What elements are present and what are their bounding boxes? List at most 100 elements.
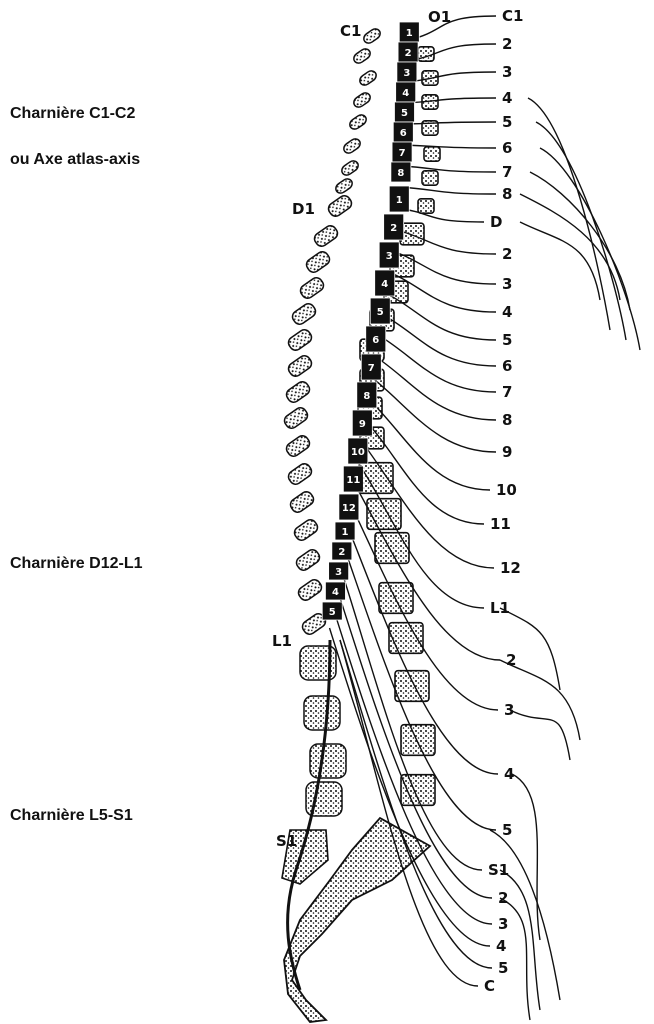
spinous-process: [290, 301, 318, 326]
label-c1-vertebra: C1: [340, 22, 361, 40]
spinous-process: [326, 193, 354, 218]
cord-segment-number: 8: [363, 391, 370, 402]
vertebral-body: [418, 47, 434, 61]
plexus-branch: [540, 148, 640, 350]
nerve-root: [403, 145, 497, 148]
spinous-process: [304, 249, 332, 274]
nerve-label: 5: [502, 331, 512, 349]
nerve-label: 4: [496, 937, 506, 955]
cord-segment-number: 7: [399, 148, 406, 159]
nerve-label: 2: [498, 889, 508, 907]
nerve-root: [397, 208, 484, 222]
nerve-label: 2: [502, 35, 512, 53]
cord-segment-number: 1: [406, 28, 413, 39]
vertebral-body: [418, 199, 434, 213]
cord-segment-number: 3: [386, 251, 393, 262]
nerve-label: 6: [502, 357, 512, 375]
label-s1-vertebra: S1: [276, 832, 297, 850]
cord-segment-number: 4: [332, 587, 339, 598]
cord-segment-number: 5: [377, 307, 384, 318]
vertebral-body: [424, 147, 440, 161]
nerve-label: C: [484, 977, 495, 995]
nerve-root: [400, 187, 496, 194]
nerve-label: 12: [500, 559, 521, 577]
nerve-root: [370, 376, 496, 452]
vertebral-body: [389, 623, 423, 654]
cord-segment-number: 9: [359, 419, 366, 430]
nerve-label: 3: [504, 701, 514, 719]
nerve-label: 5: [498, 959, 508, 977]
nerve-label: 3: [502, 63, 512, 81]
cord-segment-number: 1: [342, 527, 349, 538]
spinous-process: [362, 27, 382, 46]
spinous-process: [352, 47, 372, 66]
plexus-branch: [510, 710, 570, 760]
nerve-label: S1: [488, 861, 509, 879]
plexus-branch: [528, 98, 610, 330]
nerve-label: 11: [490, 515, 511, 533]
spinous-process: [294, 547, 322, 572]
vertebral-body: [395, 671, 429, 702]
nerve-root: [377, 334, 496, 392]
spinous-process: [342, 137, 362, 156]
spinous-process: [284, 379, 312, 404]
nerve-root: [405, 98, 496, 103]
nerve-label: L1: [490, 599, 510, 617]
vertebral-body: [379, 583, 413, 614]
label-d1-vertebra: D1: [292, 200, 315, 218]
cord-segment-number: 3: [403, 68, 410, 79]
spinous-process: [334, 177, 354, 196]
nerve-label: 4: [504, 765, 514, 783]
cord-segment-number: 2: [405, 48, 412, 59]
spinous-process: [352, 91, 372, 110]
plexus-branch: [500, 608, 560, 690]
nerve-label: 4: [502, 303, 512, 321]
lumbar-posterior-arch: [310, 744, 346, 778]
cord-segment-number: 11: [346, 475, 360, 486]
cord-segment-number: 5: [401, 108, 408, 119]
vertebral-body: [375, 533, 409, 564]
plexus-branch: [520, 222, 600, 300]
cord-segment-number: 4: [381, 279, 388, 290]
spinous-process: [292, 517, 320, 542]
cord-segment-number: 4: [402, 88, 409, 99]
plexus-branch: [500, 660, 580, 740]
spinous-process: [288, 489, 316, 514]
spinous-process: [340, 159, 360, 178]
nerve-label: C1: [502, 7, 523, 25]
label-o1: O1: [428, 8, 451, 26]
nerve-label: 2: [506, 651, 516, 669]
cord-segment-number: 8: [397, 168, 404, 179]
nerve-root: [409, 16, 496, 40]
spinous-process: [358, 69, 378, 88]
nerve-label: 5: [502, 113, 512, 131]
spinous-process: [286, 327, 314, 352]
cord-segment-number: 7: [368, 363, 375, 374]
cord-segment-number: 1: [396, 195, 403, 206]
nerve-label: 2: [502, 245, 512, 263]
nerve-label: 10: [496, 481, 517, 499]
nerve-label: 8: [502, 185, 512, 203]
vertebral-body: [367, 499, 401, 530]
nerve-label: 8: [502, 411, 512, 429]
label-l1-vertebra: L1: [272, 632, 292, 650]
nerve-label: 3: [498, 915, 508, 933]
spinous-process: [282, 405, 310, 430]
nerve-label: D: [490, 213, 502, 231]
cord-segment-number: 3: [335, 567, 342, 578]
cord-segment-number: 6: [400, 128, 407, 139]
nerve-label: 7: [502, 383, 512, 401]
nerve-label: 4: [502, 89, 512, 107]
nerve-label: 6: [502, 139, 512, 157]
nerve-root: [404, 122, 496, 124]
nerve-root: [406, 72, 496, 82]
nerve-label: 5: [502, 821, 512, 839]
cord-segment-number: 5: [329, 607, 336, 618]
spinous-process: [298, 275, 326, 300]
nerve-label: 9: [502, 443, 512, 461]
spinous-process: [312, 223, 340, 248]
cord-segment-number: 6: [372, 335, 379, 346]
spinous-process: [348, 113, 368, 132]
